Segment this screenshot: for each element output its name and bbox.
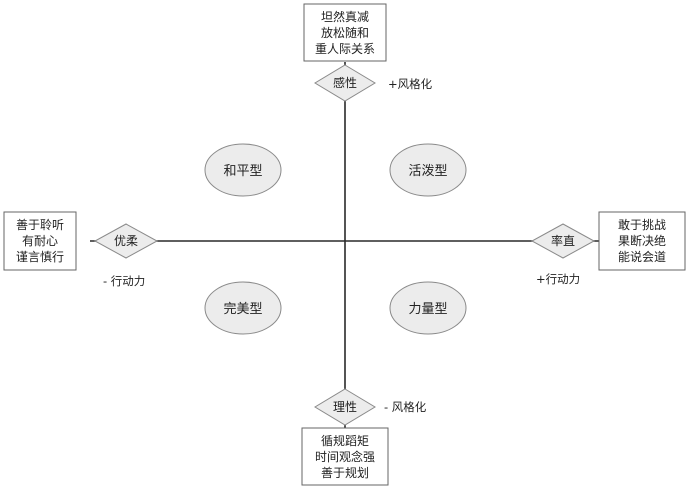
type-label-perfect: 完美型 (223, 302, 262, 317)
bottom-box-line-1: 循规蹈矩 (321, 433, 369, 448)
left-diamond: 优柔 (93, 223, 159, 259)
right-box-line-2: 果断决绝 (618, 233, 666, 248)
left-box-line-3: 谨言慎行 (16, 250, 64, 264)
bottom-box-line-2: 时间观念强 (315, 449, 375, 464)
right-box-line-3: 能说会道 (618, 249, 666, 264)
bottom-box-line-3: 善于规划 (321, 465, 369, 480)
top-box-line-3: 重人际关系 (315, 42, 375, 56)
type-label-peaceful: 和平型 (223, 164, 262, 179)
bottom-info-box: 循规蹈矩 时间观念强 善于规划 (301, 427, 389, 486)
right-box-line-1: 敢于挑战 (618, 218, 666, 232)
left-annotation: - 行动力 (103, 274, 145, 288)
right-diamond: 率直 (530, 223, 596, 259)
left-box-line-2: 有耐心 (22, 234, 58, 248)
right-info-box: 敢于挑战 果断决绝 能说会道 (598, 211, 686, 271)
left-info-box: 善于聆听 有耐心 谨言慎行 (3, 211, 77, 271)
top-diamond: 感性 (314, 64, 376, 102)
bottom-annotation: - 风格化 (384, 400, 427, 414)
top-box-line-2: 放松随和 (321, 25, 369, 40)
bottom-diamond-label: 理性 (333, 400, 357, 414)
type-label-lively: 活泼型 (408, 164, 447, 179)
top-annotation: +风格化 (388, 77, 433, 91)
top-diamond-label: 感性 (333, 75, 357, 90)
bottom-diamond: 理性 (314, 388, 376, 426)
type-ellipse-powerful: 力量型 (389, 281, 467, 335)
left-diamond-label: 优柔 (114, 234, 138, 248)
top-box-line-1: 坦然真减 (321, 9, 369, 24)
type-ellipse-lively: 活泼型 (389, 143, 467, 197)
top-info-box: 坦然真减 放松随和 重人际关系 (303, 3, 387, 62)
right-diamond-label: 率直 (551, 233, 575, 248)
left-box-line-1: 善于聆听 (16, 217, 64, 232)
right-annotation: +行动力 (536, 272, 580, 286)
type-ellipse-perfect: 完美型 (204, 281, 282, 335)
type-ellipse-peaceful: 和平型 (204, 143, 282, 197)
type-label-powerful: 力量型 (408, 302, 447, 317)
